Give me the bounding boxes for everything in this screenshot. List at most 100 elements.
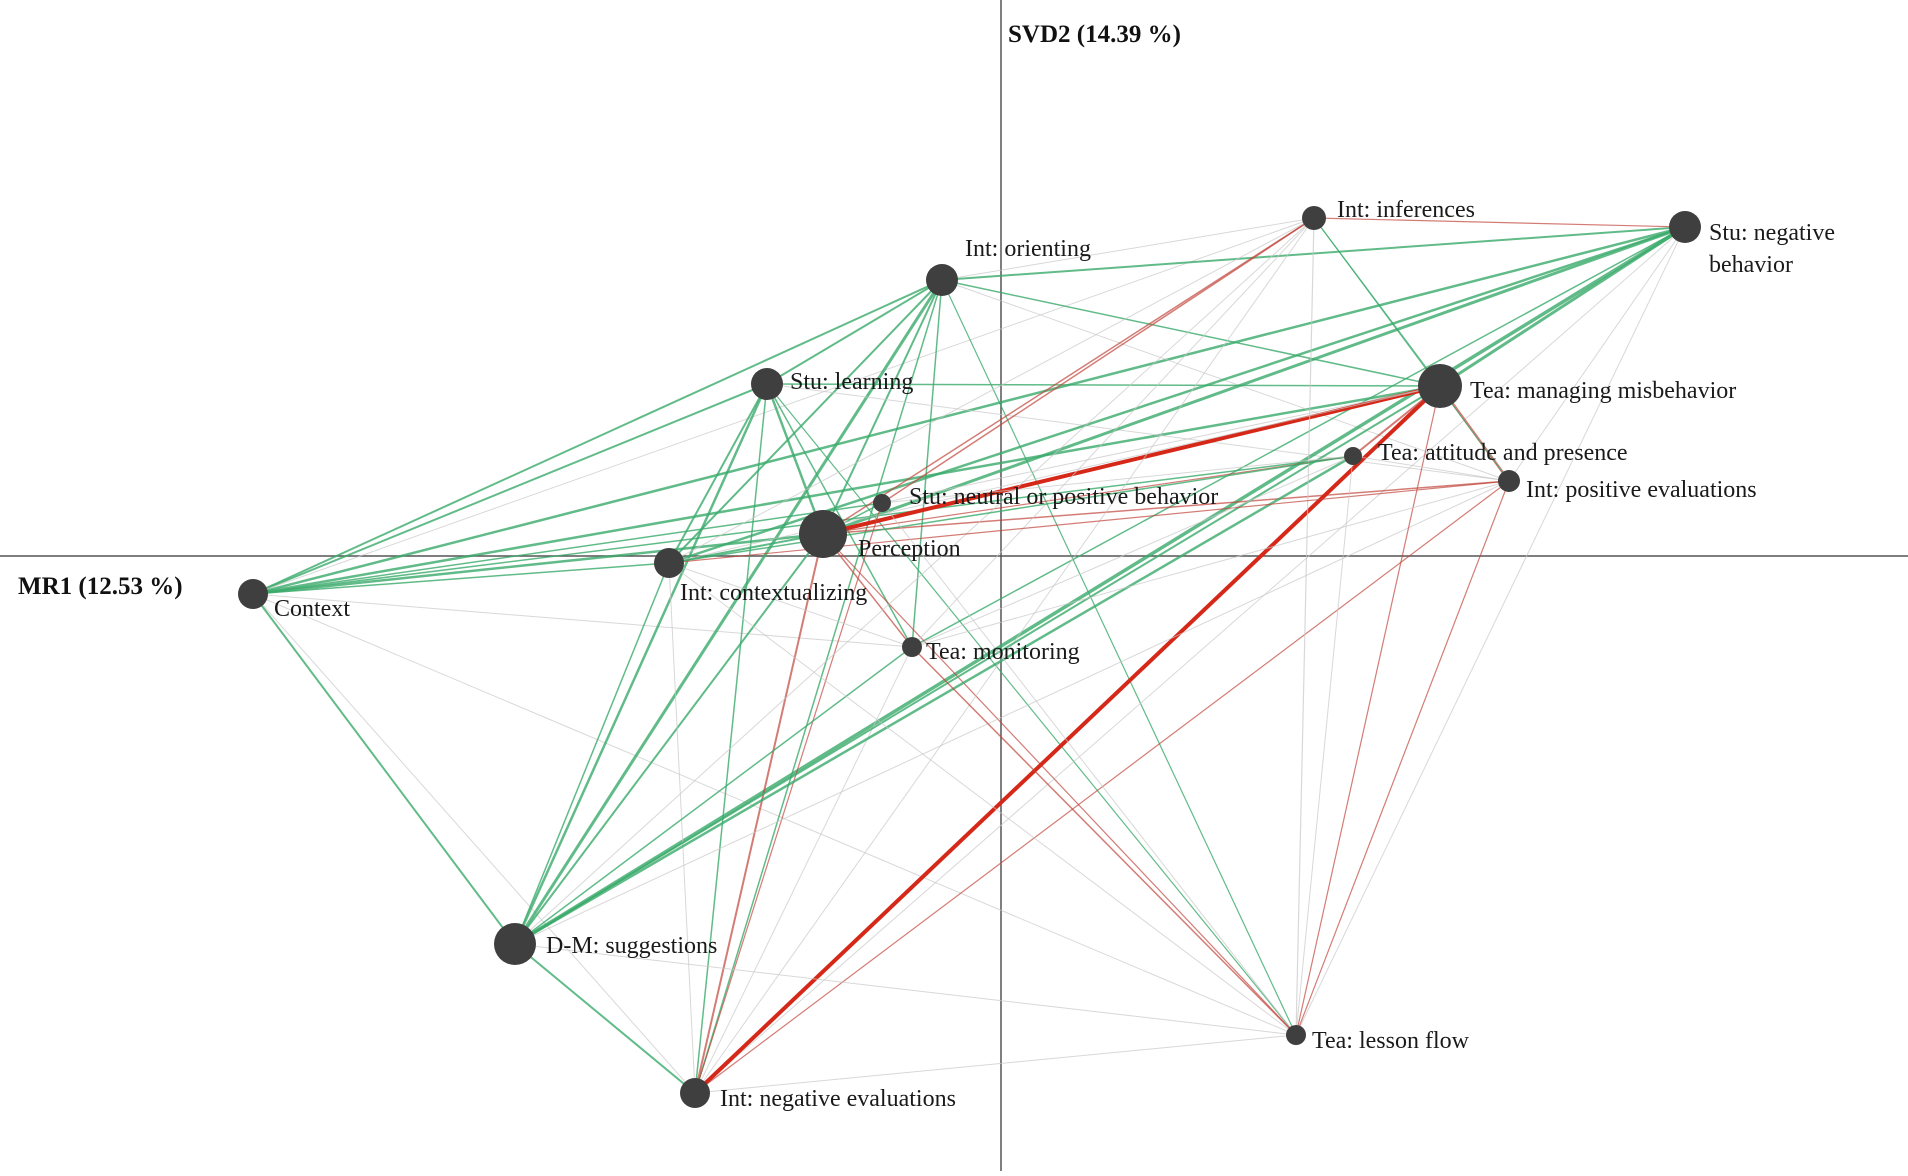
edge-stu-learning-to-dm-suggestions (513, 383, 769, 945)
edge-stu-negative-to-dm-suggestions (514, 225, 1686, 946)
node-label-perception: Perception (858, 536, 961, 562)
edge-stu-learning-to-tea-monitoring (766, 383, 913, 648)
edge-int-negative-to-tea-lesson (694, 1034, 1297, 1094)
node-label-int-contextualizing: Int: contextualizing (680, 580, 867, 606)
edge-int-orienting-to-tea-lesson (941, 279, 1297, 1036)
edge-dm-suggestions-to-int-contextualizing (514, 562, 670, 945)
node-label-line: Tea: managing misbehavior (1470, 378, 1736, 404)
node-label-int-positive: Int: positive evaluations (1526, 477, 1757, 503)
node-label-line: Stu: neutral or positive behavior (909, 484, 1218, 510)
node-perception (799, 510, 847, 558)
edges (252, 217, 1686, 1095)
edge-dm-suggestions-to-tea-attitude (514, 454, 1354, 946)
node-label-dm-suggestions: D-M: suggestions (546, 933, 717, 959)
node-label-int-orienting: Int: orienting (965, 236, 1091, 262)
edge-stu-negative-to-tea-lesson (1295, 226, 1686, 1036)
node-label-line: Int: positive evaluations (1526, 477, 1757, 503)
edge-stu-negative-to-int-inferences (1313, 217, 1686, 228)
edge-tea-attitude-to-tea-lesson (1295, 455, 1354, 1036)
node-tea-monitoring (902, 637, 922, 657)
node-label-tea-lesson: Tea: lesson flow (1312, 1028, 1470, 1054)
edge-stu-learning-to-tea-lesson (766, 383, 1297, 1036)
edge-int-negative-to-int-inferences (694, 217, 1315, 1094)
node-tea-attitude (1344, 447, 1362, 465)
edge-tea-attitude-to-tea-monitoring (911, 455, 1354, 648)
edge-context-to-tea-managing (252, 384, 1441, 596)
edge-int-orienting-to-int-positive (941, 279, 1510, 482)
edge-context-to-int-orienting (252, 279, 943, 595)
edge-int-negative-to-stu-neutral (694, 502, 883, 1094)
edge-int-inferences-to-stu-neutral (881, 217, 1315, 504)
node-stu-neutral (873, 494, 891, 512)
node-label-line: Tea: lesson flow (1312, 1028, 1470, 1054)
edge-stu-negative-to-tea-monitoring (911, 226, 1686, 648)
edge-int-positive-to-tea-monitoring (911, 480, 1510, 648)
edge-int-contextualizing-to-tea-lesson (668, 562, 1297, 1036)
edge-context-to-tea-lesson (252, 593, 1297, 1036)
edge-stu-learning-to-int-negative (694, 383, 768, 1094)
edge-context-to-int-negative (252, 593, 696, 1094)
nodes (238, 206, 1701, 1108)
node-label-line: Int: inferences (1337, 197, 1475, 223)
edge-int-negative-to-int-contextualizing (668, 562, 696, 1094)
x-axis-title: MR1 (12.53 %) (18, 573, 183, 600)
node-tea-managing (1418, 364, 1462, 408)
edge-int-orienting-to-int-negative (694, 279, 943, 1094)
edge-int-orienting-to-perception (822, 279, 943, 535)
edge-int-negative-to-tea-monitoring (694, 646, 913, 1094)
node-label-tea-managing: Tea: managing misbehavior (1470, 378, 1736, 404)
edge-int-orienting-to-tea-monitoring (911, 279, 943, 648)
node-stu-negative (1669, 211, 1701, 243)
edge-tea-managing-to-tea-lesson (1295, 385, 1441, 1036)
edge-int-positive-to-tea-lesson (1295, 480, 1510, 1036)
node-label-line: Int: negative evaluations (720, 1086, 956, 1112)
node-label-line: Int: contextualizing (680, 580, 867, 606)
edge-context-to-int-inferences (252, 217, 1315, 595)
edge-perception-to-int-negative (694, 533, 824, 1094)
y-axis-title: SVD2 (14.39 %) (1008, 21, 1181, 48)
node-label-tea-attitude: Tea: attitude and presence (1378, 440, 1628, 466)
edge-context-to-tea-monitoring (252, 593, 913, 648)
edge-stu-neutral-to-tea-attitude (881, 455, 1354, 504)
node-label-line: Stu: negative (1709, 220, 1835, 246)
node-label-int-negative: Int: negative evaluations (720, 1086, 956, 1112)
edge-int-orienting-to-tea-managing (941, 279, 1441, 387)
node-label-line: Int: orienting (965, 236, 1091, 262)
edge-stu-neutral-to-tea-lesson (881, 502, 1297, 1036)
node-int-orienting (926, 264, 958, 296)
edge-stu-learning-to-int-positive (766, 383, 1510, 482)
edge-stu-learning-to-tea-managing (766, 383, 1441, 387)
edge-int-negative-to-tea-managing (693, 384, 1442, 1095)
edge-perception-to-dm-suggestions (514, 533, 824, 945)
edge-int-inferences-to-tea-lesson (1295, 217, 1315, 1036)
node-int-positive (1498, 470, 1520, 492)
edge-int-orienting-to-int-contextualizing (668, 279, 943, 564)
edge-tea-managing-to-int-contextualizing (668, 385, 1441, 564)
edge-int-orienting-to-stu-learning (766, 279, 943, 385)
edge-tea-attitude-to-int-contextualizing (668, 455, 1354, 564)
node-label-stu-neutral: Stu: neutral or positive behavior (909, 484, 1218, 510)
node-stu-learning (751, 368, 783, 400)
edge-perception-to-tea-attitude (822, 455, 1354, 535)
node-int-negative (680, 1078, 710, 1108)
edge-perception-to-tea-lesson (822, 533, 1297, 1036)
edge-int-inferences-to-tea-monitoring (911, 217, 1315, 648)
node-label-line: Perception (858, 536, 961, 562)
edge-context-to-stu-neutral (252, 502, 883, 595)
edge-stu-negative-to-perception (822, 225, 1686, 536)
edge-stu-learning-to-perception (765, 383, 825, 535)
node-tea-lesson (1286, 1025, 1306, 1045)
node-label-line: D-M: suggestions (546, 933, 717, 959)
edge-stu-negative-to-tea-managing (1439, 225, 1686, 388)
node-label-line: Tea: attitude and presence (1378, 440, 1628, 466)
edge-context-to-dm-suggestions (252, 593, 516, 945)
node-dm-suggestions (494, 923, 536, 965)
node-int-contextualizing (654, 548, 684, 578)
node-label-int-inferences: Int: inferences (1337, 197, 1475, 223)
node-label-line: behavior (1709, 252, 1793, 278)
node-label-tea-monitoring: Tea: monitoring (926, 639, 1080, 665)
node-context (238, 579, 268, 609)
